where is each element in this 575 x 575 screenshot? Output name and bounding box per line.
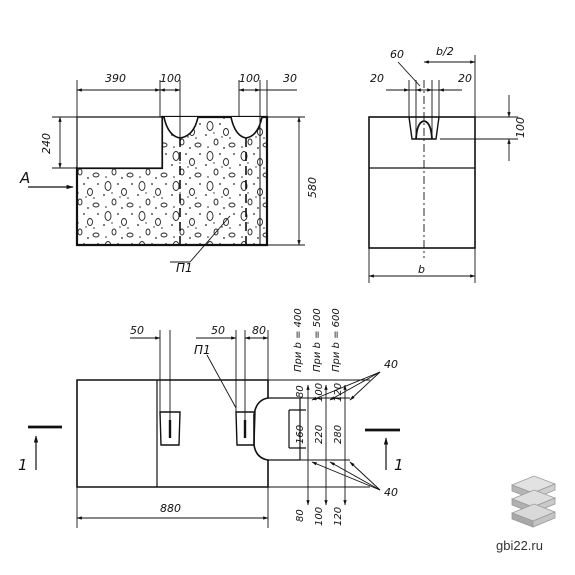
plan-recess-right bbox=[235, 411, 256, 446]
end-view-loop bbox=[415, 120, 433, 140]
row-bot-b400: 80 bbox=[295, 509, 306, 522]
section-view bbox=[75, 115, 269, 247]
section-mark-left: 1 bbox=[18, 456, 28, 474]
section-mark-right: 1 bbox=[394, 456, 404, 474]
col-header-b600: При b = 600 bbox=[331, 308, 342, 372]
dim-b: b bbox=[418, 263, 425, 276]
dim-80-top: 80 bbox=[252, 324, 266, 337]
upper-left-void bbox=[76, 116, 163, 169]
dim-100-right: 100 bbox=[239, 72, 260, 85]
callout-40-top: 40 bbox=[384, 358, 398, 371]
dim-100-end: 100 bbox=[514, 117, 527, 138]
plan-recess-left bbox=[159, 411, 181, 446]
view-label-a: А bbox=[19, 169, 30, 187]
row-mid-b400: 160 bbox=[295, 425, 306, 444]
end-view-outline bbox=[368, 116, 476, 249]
row-top-b600: 120 bbox=[333, 383, 344, 402]
stacked-slabs-icon bbox=[510, 475, 557, 528]
dim-20-right: 20 bbox=[458, 72, 472, 85]
part-label-p1-bottom: П1 bbox=[194, 343, 211, 357]
dim-20-left: 20 bbox=[370, 72, 384, 85]
dim-390: 390 bbox=[105, 72, 126, 85]
dim-580: 580 bbox=[306, 177, 319, 198]
dim-100-left: 100 bbox=[160, 72, 181, 85]
dim-50-mid: 50 bbox=[211, 324, 225, 337]
row-bot-b500: 100 bbox=[314, 507, 325, 526]
dim-b-half: b/2 bbox=[436, 45, 454, 58]
col-header-b400: При b = 400 bbox=[293, 308, 304, 372]
dim-50-left: 50 bbox=[130, 324, 144, 337]
row-bot-b600: 120 bbox=[333, 507, 344, 526]
dim-240: 240 bbox=[40, 133, 53, 154]
callout-40-bottom: 40 bbox=[384, 486, 398, 499]
row-mid-b500: 220 bbox=[314, 425, 325, 444]
dim-880: 880 bbox=[160, 502, 181, 515]
dim-lines-top-right bbox=[368, 55, 518, 283]
row-top-b400: 80 bbox=[295, 385, 306, 398]
row-top-b500: 100 bbox=[314, 383, 325, 402]
row-mid-b600: 280 bbox=[333, 425, 344, 444]
dim-lines-bottom bbox=[33, 330, 389, 528]
dim-30: 30 bbox=[283, 72, 297, 85]
col-header-b500: При b = 500 bbox=[312, 308, 323, 372]
end-view bbox=[368, 80, 476, 258]
plan-view bbox=[28, 379, 400, 488]
dim-60: 60 bbox=[390, 48, 404, 61]
plan-outline bbox=[76, 379, 269, 488]
site-watermark: gbi22.ru bbox=[496, 538, 543, 553]
part-label-p1-top: П1 bbox=[176, 261, 193, 275]
dim-lines-top-left bbox=[28, 80, 305, 263]
